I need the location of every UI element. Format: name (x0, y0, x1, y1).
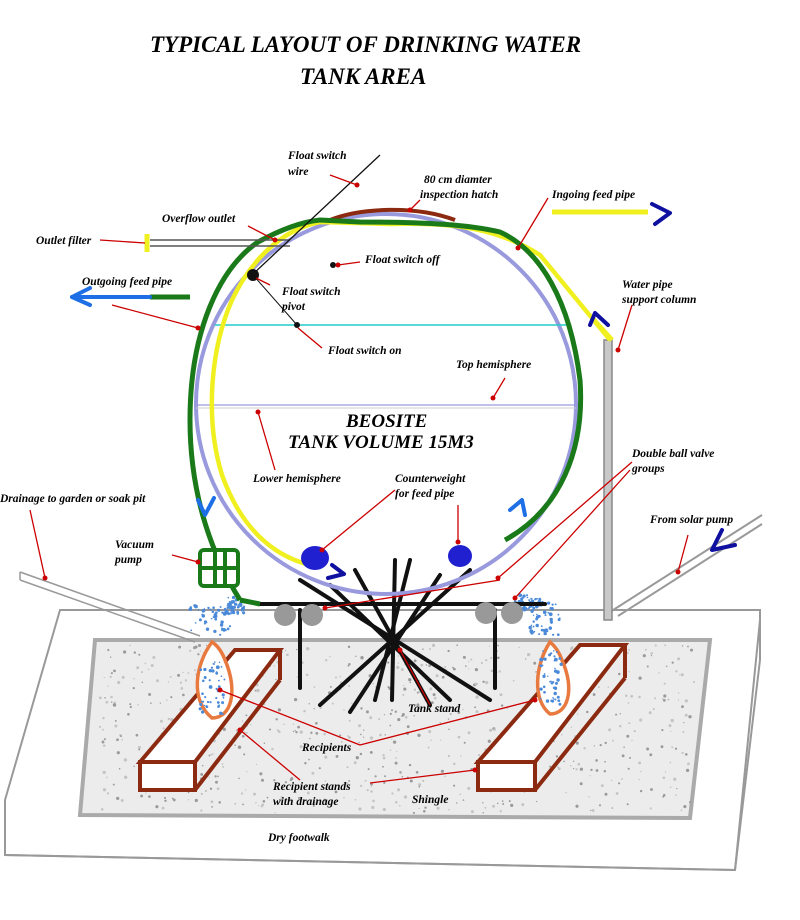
label-counterweight-2: for feed pipe (395, 488, 454, 500)
label-inspection-hatch: 80 cm diamter (424, 174, 492, 186)
title-line-1: TYPICAL LAYOUT OF DRINKING WATER (150, 32, 581, 57)
recipient-left (195, 639, 234, 720)
counterweight-left (301, 546, 329, 570)
up-arrow-icon (508, 498, 527, 517)
inlet-arrow-icon (326, 563, 346, 580)
leader-lines (29, 174, 689, 784)
label-float-switch-wire: Float switch (287, 150, 346, 162)
title-line-2: TANK AREA (300, 64, 426, 89)
label-vacuum-pump: Vacuum (115, 539, 154, 551)
label-outlet-filter: Outlet filter (36, 235, 92, 247)
flow-arrows (70, 202, 737, 580)
solar-pump-pipe (609, 514, 763, 617)
label-counterweight: Counterweight (395, 473, 466, 485)
label-vacuum-pump-2: pump (114, 554, 142, 566)
label-recipients: Recipients (301, 742, 352, 754)
label-lower-hemisphere: Lower hemisphere (252, 473, 341, 485)
label-shingle: Shingle (412, 794, 448, 806)
label-top-hemisphere: Top hemisphere (456, 359, 531, 371)
ingoing-arrow-icon (650, 202, 672, 226)
tank-stand (256, 558, 547, 714)
label-recipient-stands: Recipient stands (272, 781, 351, 793)
vacuum-pump (198, 548, 240, 588)
label-float-switch-pivot-2: pivot (281, 301, 306, 313)
label-double-ball-valve: Double ball valve (631, 448, 714, 460)
label-overflow-outlet: Overflow outlet (162, 213, 236, 225)
label-float-switch-pivot: Float switch (281, 286, 340, 298)
outgoing-feed-pipe (187, 217, 584, 602)
label-from-solar-pump: From solar pump (649, 514, 733, 526)
ingoing-feed-pipe (209, 219, 612, 568)
label-float-switch-on: Float switch on (327, 345, 402, 357)
label-inspection-hatch-2: inspection hatch (420, 189, 498, 201)
water-drops (188, 593, 563, 716)
solar-pump-arrow-icon (710, 528, 737, 552)
tank (194, 212, 578, 596)
label-water-pipe-support-2: support column (621, 294, 696, 306)
label-water-pipe-support: Water pipe (622, 279, 673, 291)
float-switch-off-marker (330, 262, 336, 268)
label-ingoing-feed-pipe: Ingoing feed pipe (551, 189, 635, 201)
label-dry-footwalk: Dry footwalk (267, 832, 330, 844)
overflow-outlet (144, 234, 290, 252)
label-recipient-stands-2: with drainage (273, 796, 339, 808)
labels: Float switch wire 80 cm diamter inspecti… (0, 150, 733, 844)
inspection-hatch (329, 207, 456, 222)
support-column-arrow-icon (588, 311, 610, 327)
label-float-switch-wire-2: wire (288, 166, 308, 178)
double-ball-valve-left (274, 604, 323, 626)
label-double-ball-valve-2: groups (631, 463, 665, 475)
label-float-switch-off: Float switch off (364, 254, 441, 266)
drainage-pipe (19, 571, 201, 643)
double-ball-valve-right (475, 602, 523, 624)
label-outgoing-feed-pipe: Outgoing feed pipe (82, 276, 172, 288)
down-arrow-icon (196, 496, 216, 517)
tank-name: BEOSITE (345, 411, 427, 432)
float-switch-wire (251, 154, 381, 276)
counterweight-right (448, 545, 472, 567)
tank-volume: TANK VOLUME 15M3 (288, 432, 474, 453)
label-drainage: Drainage to garden or soak pit (0, 493, 146, 505)
label-tank-stand: Tank stand (408, 703, 461, 715)
